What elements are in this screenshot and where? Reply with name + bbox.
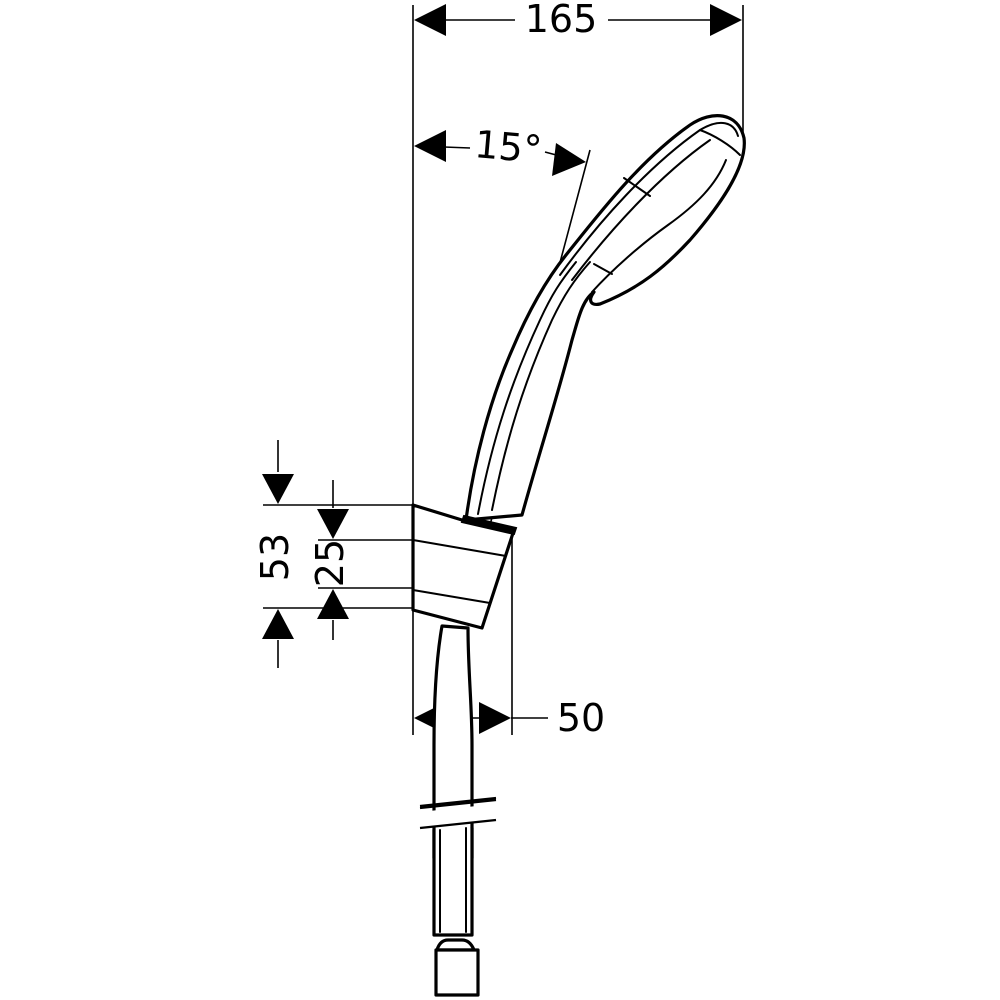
arrowhead-up [317, 589, 349, 619]
dimension-label-53: 53 [253, 533, 297, 581]
dimension-label-165: 165 [525, 0, 598, 41]
arrowhead-right [552, 143, 586, 176]
dimension-overall-width: 165 [414, 0, 742, 41]
dimension-spray-angle: 15° [414, 122, 586, 176]
wall-holder [411, 503, 518, 630]
hose-end-connector [434, 938, 480, 997]
arrowhead-up [262, 609, 294, 639]
arrowhead-left [414, 4, 446, 36]
hand-shower [464, 114, 746, 522]
shower-hose [417, 624, 499, 937]
dimension-label-50: 50 [557, 696, 605, 740]
arrowhead-down [262, 474, 294, 504]
arrowhead-left [414, 130, 446, 162]
arrowhead-right [710, 4, 742, 36]
dimension-holder-height: 53 [253, 440, 297, 668]
dimension-label-25: 25 [308, 539, 352, 587]
extension-lines [263, 5, 744, 735]
arrowhead-right [479, 702, 511, 734]
dimension-holder-inner-height: 25 [308, 480, 352, 640]
arrowhead-down [317, 509, 349, 539]
dimension-label-15deg: 15° [473, 122, 544, 172]
